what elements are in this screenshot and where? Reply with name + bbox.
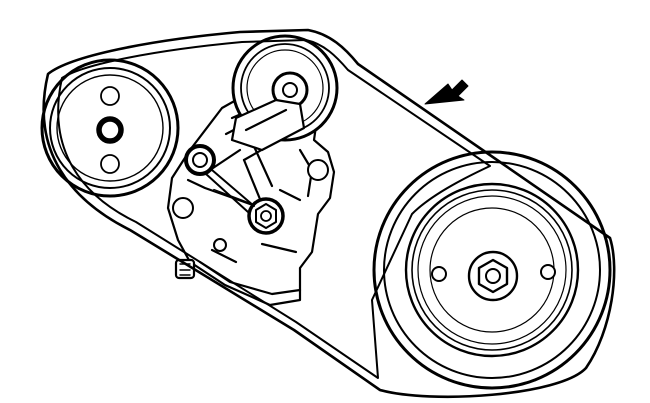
direction-arrow — [424, 79, 469, 105]
crankshaft-pulley — [372, 150, 612, 390]
bracket-bolt-holes — [172, 159, 329, 252]
drive-belt — [42, 28, 616, 399]
tensioner-bolt-upper — [184, 144, 216, 176]
tensioner-bracket-arms — [230, 98, 306, 152]
tensioner-arm-link — [211, 169, 255, 207]
tensioner-arm-link-edge — [205, 173, 249, 213]
tensioner-bolt-lower — [247, 197, 285, 235]
upper-left-pulley — [40, 58, 180, 198]
